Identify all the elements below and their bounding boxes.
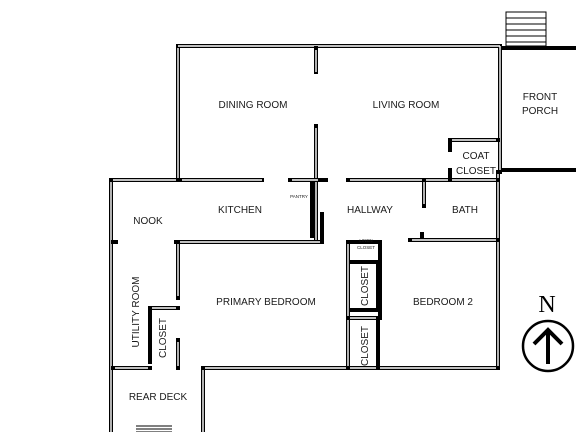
north-compass: N bbox=[521, 292, 575, 373]
label-rear-deck: REAR DECK bbox=[129, 392, 188, 403]
label-front-porch-2: PORCH bbox=[522, 106, 558, 117]
label-primary-bedroom: PRIMARY BEDROOM bbox=[216, 297, 316, 308]
label-kitchen: KITCHEN bbox=[218, 205, 262, 216]
label-utility-room: UTILITY ROOM bbox=[131, 277, 142, 348]
compass-letter: N bbox=[538, 292, 555, 318]
label-nook: NOOK bbox=[133, 216, 163, 227]
front-steps bbox=[505, 11, 547, 47]
interior-walls bbox=[111, 46, 500, 370]
label-coat-closet-1: COAT bbox=[462, 151, 489, 162]
exterior-walls bbox=[109, 44, 502, 432]
label-coat-closet-2: CLOSET bbox=[456, 166, 496, 177]
label-closet-bedroom2: CLOSET bbox=[360, 326, 371, 366]
rear-steps bbox=[136, 425, 172, 432]
label-bath: BATH bbox=[452, 205, 478, 216]
label-closet-hall: CLOSET bbox=[360, 266, 371, 306]
label-linen-closet-2: CLOSET bbox=[357, 245, 375, 250]
north-arrow-icon bbox=[532, 327, 564, 364]
label-living-room: LIVING ROOM bbox=[373, 100, 440, 111]
label-front-porch-1: FRONT bbox=[523, 92, 557, 103]
label-linen-closet-1: LINEN bbox=[359, 238, 372, 243]
label-pantry: PANTRY bbox=[290, 194, 308, 199]
label-closet-primary: CLOSET bbox=[158, 318, 169, 358]
label-hallway: HALLWAY bbox=[347, 205, 393, 216]
label-dining-room: DINING ROOM bbox=[219, 100, 288, 111]
label-bedroom-2: BEDROOM 2 bbox=[413, 297, 473, 308]
room-labels: DINING ROOM LIVING ROOM FRONT PORCH COAT… bbox=[129, 92, 558, 403]
